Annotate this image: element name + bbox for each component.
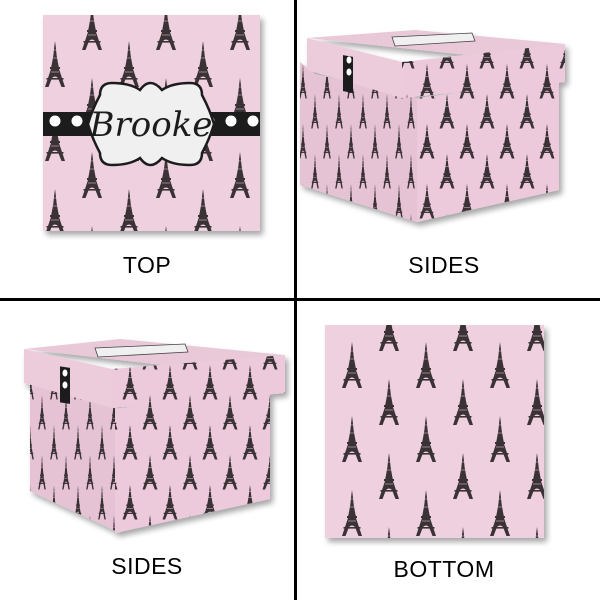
box-image-2 [24,339,285,533]
top-lid-image: Brooke [43,15,260,231]
name-text: Brooke [89,105,213,145]
box-image-1 [300,30,565,222]
eiffel-tower-pattern-icon [325,325,544,538]
label-sides-1: SIDES [408,252,480,278]
bottom-image [325,325,544,538]
panel-sides-2: SIDES [0,301,294,599]
horizontal-divider [0,298,600,301]
panel-sides-1: SIDES [297,0,591,298]
panel-top: Brooke TOP [0,0,294,298]
name-label-frame [86,81,216,167]
label-top: TOP [122,252,172,278]
label-bottom: BOTTOM [393,556,495,582]
panel-bottom: BOTTOM [297,301,591,599]
label-sides-2: SIDES [111,553,183,579]
